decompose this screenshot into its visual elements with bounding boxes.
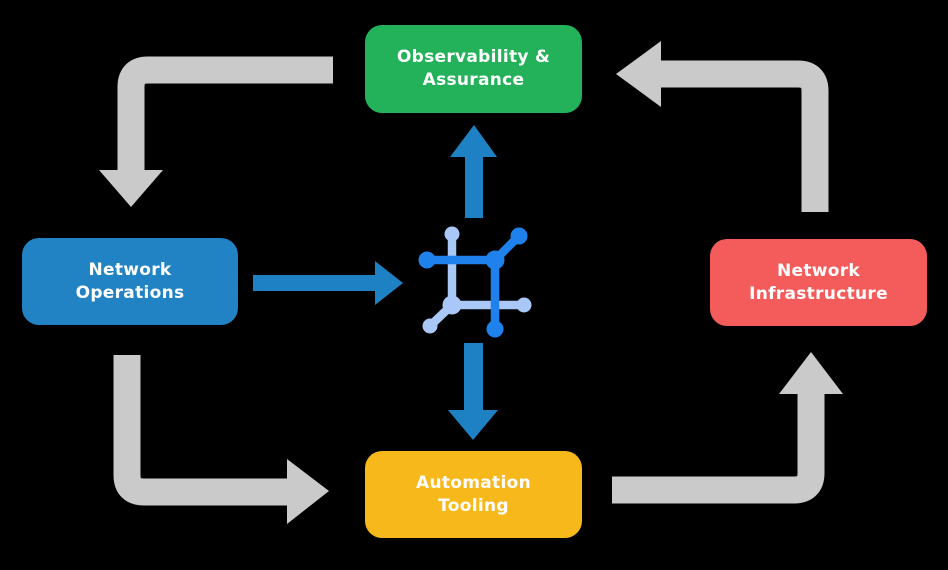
- node-label-line: Observability &: [396, 47, 551, 67]
- cycle-arrow-infrastructure-to-observability: [616, 41, 829, 212]
- arrowhead-down-icon: [99, 170, 163, 207]
- network-mesh-icon: [418, 226, 532, 338]
- node-label-line: Operations: [75, 282, 185, 303]
- cycle-arrow-automation-to-infrastructure: [612, 352, 843, 504]
- data-arrow-up-icon: [450, 125, 497, 218]
- node-label-line: Automation: [416, 472, 531, 493]
- node-network-operations: Network Operations: [22, 238, 238, 325]
- node-label-line: Infrastructure: [749, 283, 888, 304]
- network-mesh-icon-light-parts: [422, 226, 532, 334]
- data-arrow-right-icon: [253, 261, 403, 305]
- node-automation-tooling: Automation Tooling: [365, 451, 582, 538]
- node-label-line: Network: [88, 259, 172, 280]
- arrowhead-right-icon: [287, 459, 329, 524]
- arrowhead-left-icon: [616, 41, 661, 107]
- cycle-arrow-elbow: [113, 355, 289, 506]
- cycle-arrow-elbow: [612, 392, 825, 504]
- node-label-line: Assurance: [422, 70, 525, 90]
- cycle-arrow-operations-to-automation: [113, 355, 329, 524]
- node-observability-assurance: Observability & Assurance: [365, 25, 582, 113]
- node-label-line: Tooling: [438, 495, 509, 516]
- data-arrow-down-icon: [448, 343, 498, 440]
- node-label-line: Network: [776, 260, 861, 281]
- arrowhead-up-icon: [779, 352, 843, 394]
- cycle-arrow-elbow: [117, 56, 333, 172]
- cycle-arrow-elbow: [659, 60, 829, 212]
- node-network-infrastructure: Network Infrastructure: [710, 239, 927, 326]
- cycle-arrow-observability-to-operations: [99, 56, 333, 207]
- network-mesh-icon-dark-parts: [418, 227, 528, 338]
